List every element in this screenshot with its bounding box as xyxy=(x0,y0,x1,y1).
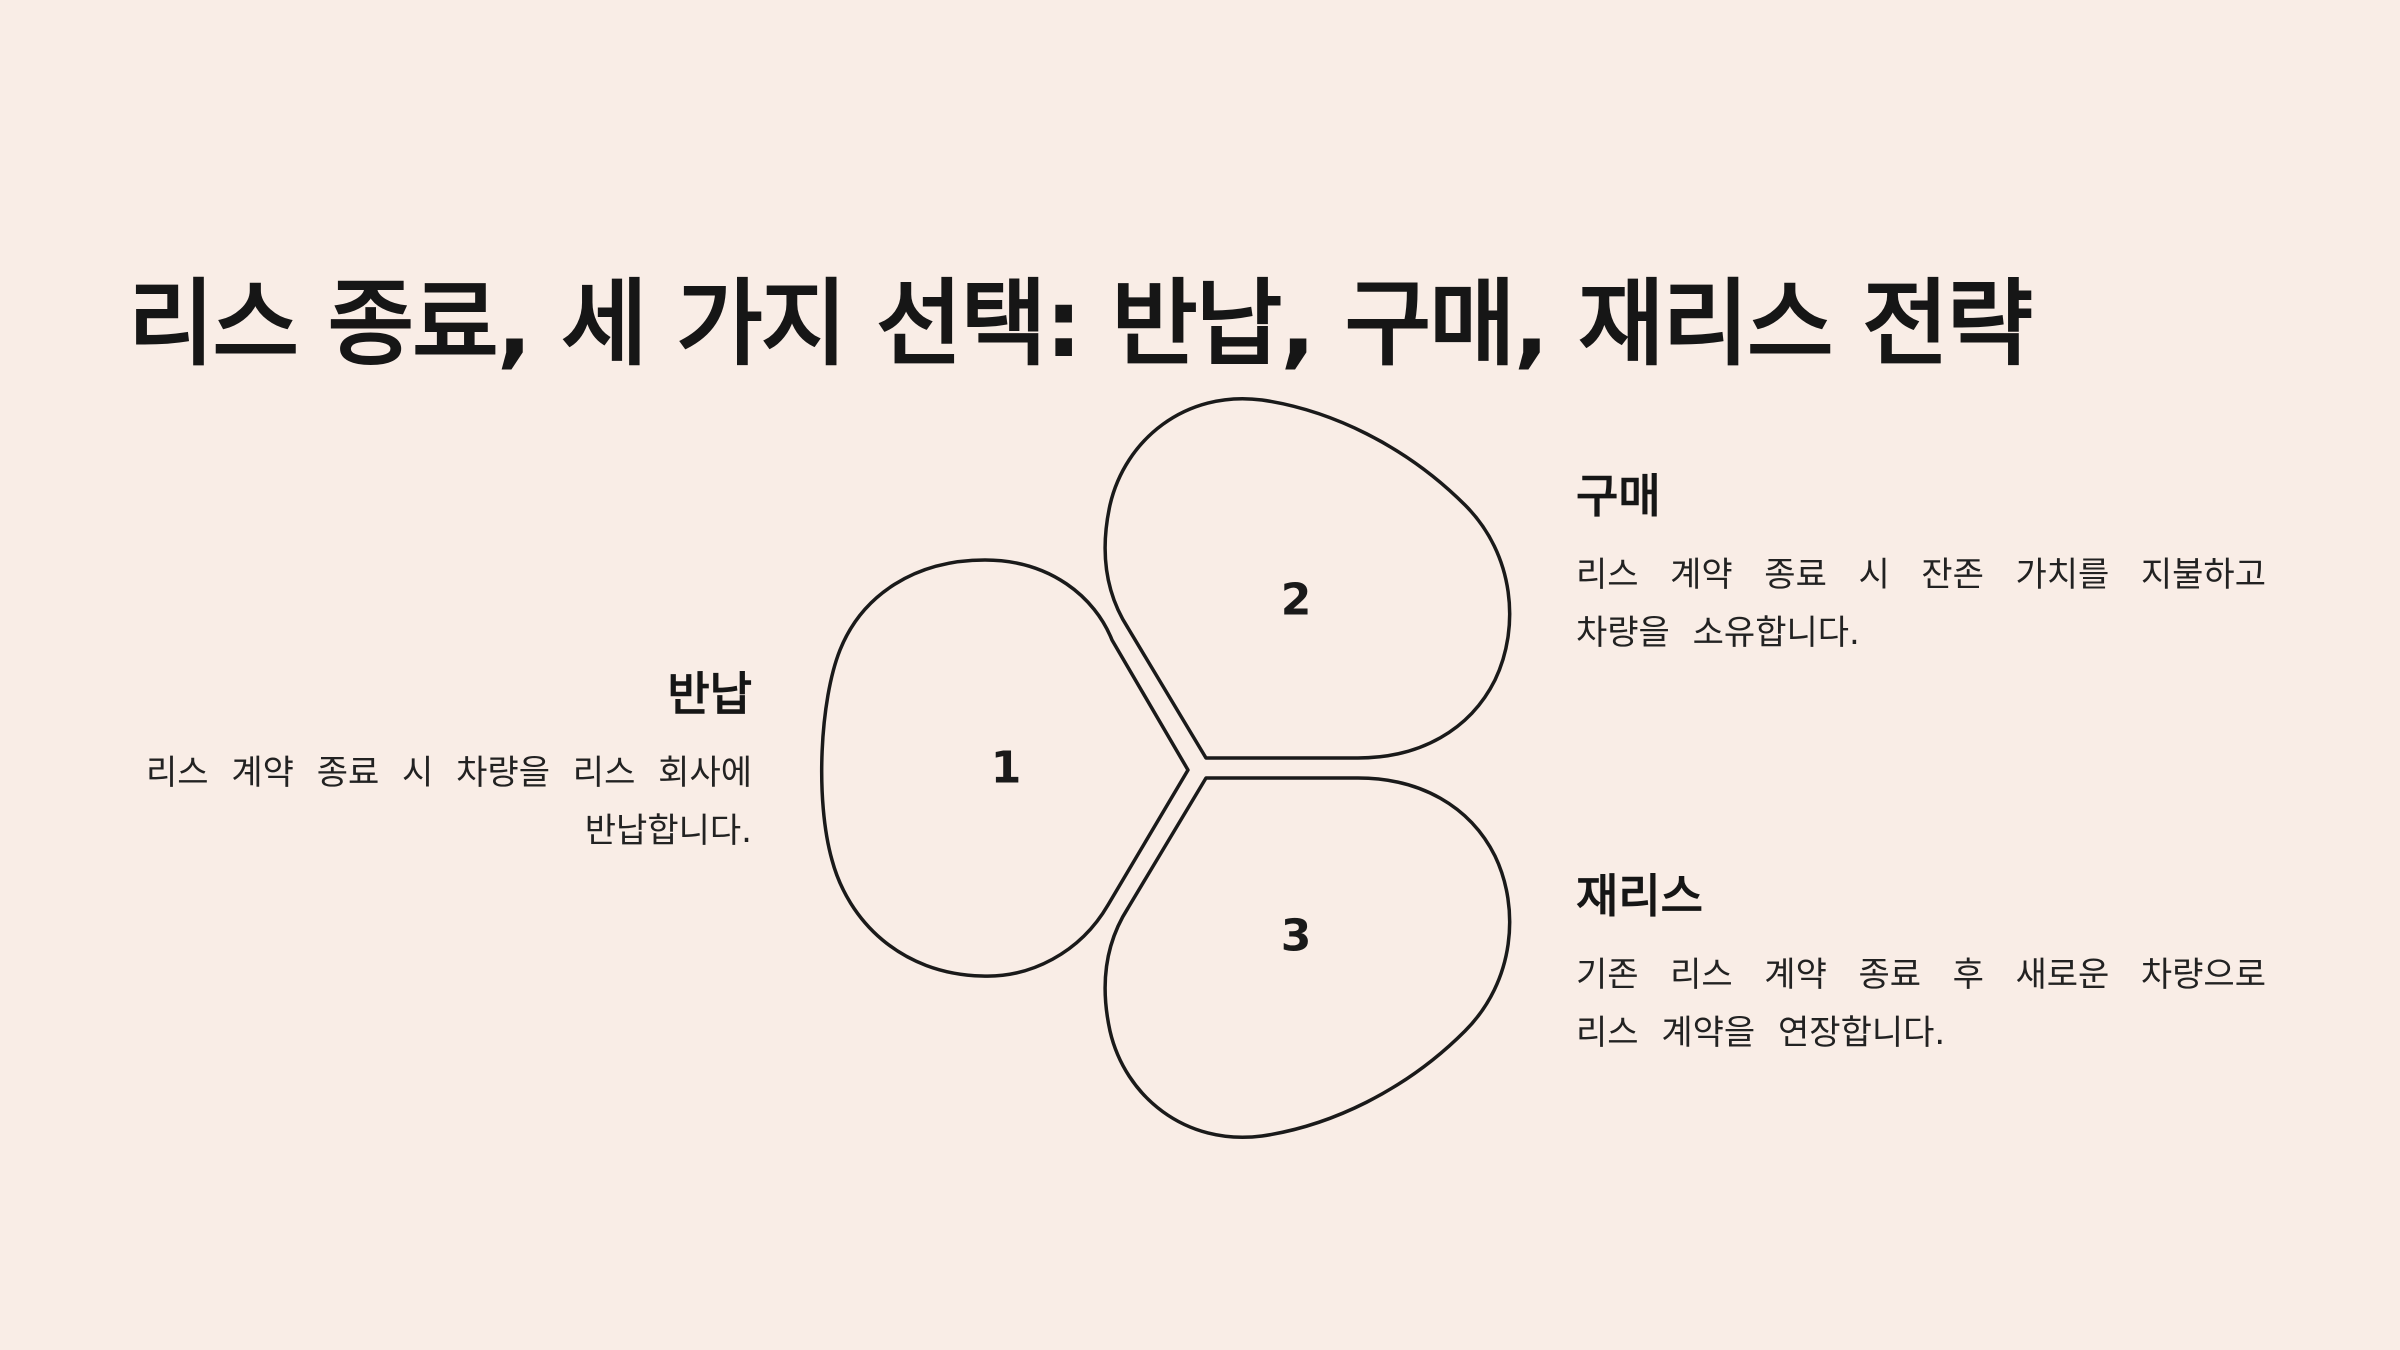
option-return: 반납 리스 계약 종료 시 차량을 리스 회사에 반납합니다. xyxy=(140,664,752,860)
page-title: 리스 종료, 세 가지 선택: 반납, 구매, 재리스 전략 xyxy=(128,269,2033,379)
petal-1-number: 1 xyxy=(991,743,1022,794)
petal-2-shape xyxy=(1103,397,1512,760)
petal-3-number: 3 xyxy=(1281,911,1312,962)
option-release-description: 기존 리스 계약 종료 후 새로운 차량으로 리스 계약을 연장합니다. xyxy=(1576,955,2266,1053)
option-release: 재리스 기존 리스 계약 종료 후 새로운 차량으로 리스 계약을 연장합니다. xyxy=(1576,866,2266,1062)
option-purchase-description: 리스 계약 종료 시 잔존 가치를 지불하고 차량을 소유합니다. xyxy=(1576,555,2266,653)
petal-3: 3 xyxy=(1103,776,1512,1139)
option-return-title: 반납 xyxy=(667,667,752,721)
option-purchase-title: 구매 xyxy=(1576,469,1661,523)
petal-1: 1 xyxy=(819,558,1190,978)
option-return-description: 리스 계약 종료 시 차량을 리스 회사에 반납합니다. xyxy=(145,753,752,851)
petal-2-number: 2 xyxy=(1281,575,1312,626)
option-purchase: 구매 리스 계약 종료 시 잔존 가치를 지불하고 차량을 소유합니다. xyxy=(1576,466,2266,662)
option-release-title: 재리스 xyxy=(1576,869,1703,923)
petal-2: 2 xyxy=(1103,397,1512,760)
petal-3-shape xyxy=(1103,776,1512,1139)
petal-1-shape xyxy=(819,558,1190,978)
